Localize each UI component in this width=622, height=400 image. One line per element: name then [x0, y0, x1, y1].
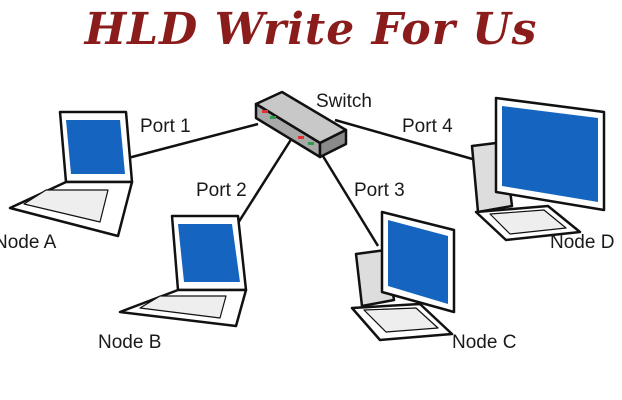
switch-label: Switch [316, 91, 372, 112]
link-port-3 [316, 147, 380, 247]
node-c-label: Node C [452, 332, 516, 353]
switch-icon [254, 90, 348, 159]
desktop-icon-node-d [470, 96, 606, 242]
link-port-1 [127, 122, 259, 160]
node-a-label: Node A [0, 232, 57, 253]
port-4-label: Port 4 [402, 116, 453, 137]
desktop-icon-node-c [350, 210, 456, 342]
link-port-4 [334, 118, 477, 162]
title: HLD Write For Us [84, 4, 538, 55]
laptop-icon-node-b [118, 214, 248, 328]
port-2-label: Port 2 [196, 180, 247, 201]
node-d-label: Node D [550, 232, 614, 253]
laptop-icon-node-a [8, 110, 134, 238]
port-3-label: Port 3 [354, 180, 405, 201]
port-1-label: Port 1 [140, 116, 191, 137]
node-b-label: Node B [98, 332, 161, 353]
